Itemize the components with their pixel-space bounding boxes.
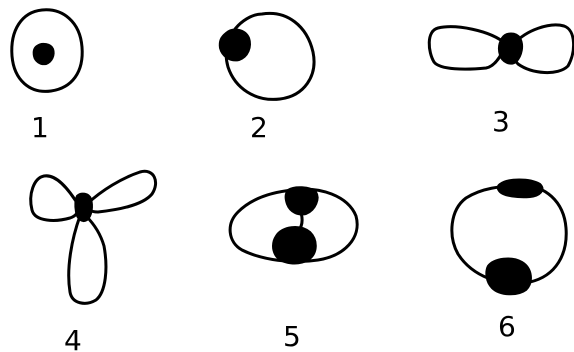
figure-1-dot — [34, 44, 54, 64]
figure-2-label: 2 — [250, 111, 268, 144]
figure-4-label: 4 — [64, 324, 82, 352]
figure-4-lobe-left — [31, 176, 79, 221]
figure-6-node-bottom — [486, 259, 531, 295]
figure-1-label: 1 — [31, 111, 49, 144]
figure-3-node — [499, 34, 522, 64]
figure-5: 5 — [230, 187, 357, 352]
figure-4-lobe-right — [87, 171, 156, 212]
figure-3-label: 3 — [492, 105, 510, 138]
figure-4-lobe-bottom — [69, 216, 106, 303]
figure-5-label: 5 — [283, 320, 301, 352]
figure-2-dot — [220, 30, 250, 61]
figure-5-node-bottom — [273, 227, 316, 263]
figure-3-lobe-left — [429, 27, 506, 69]
figure-4: 4 — [31, 171, 156, 352]
figure-3: 3 — [429, 25, 573, 138]
figure-4-node — [75, 194, 92, 221]
figure-6: 6 — [452, 180, 566, 344]
figure-6-node-top — [498, 180, 543, 198]
figure-5-node-top — [286, 187, 318, 214]
figure-6-label: 6 — [498, 310, 516, 343]
figure-2: 2 — [220, 13, 314, 144]
figure-1: 1 — [12, 10, 82, 144]
